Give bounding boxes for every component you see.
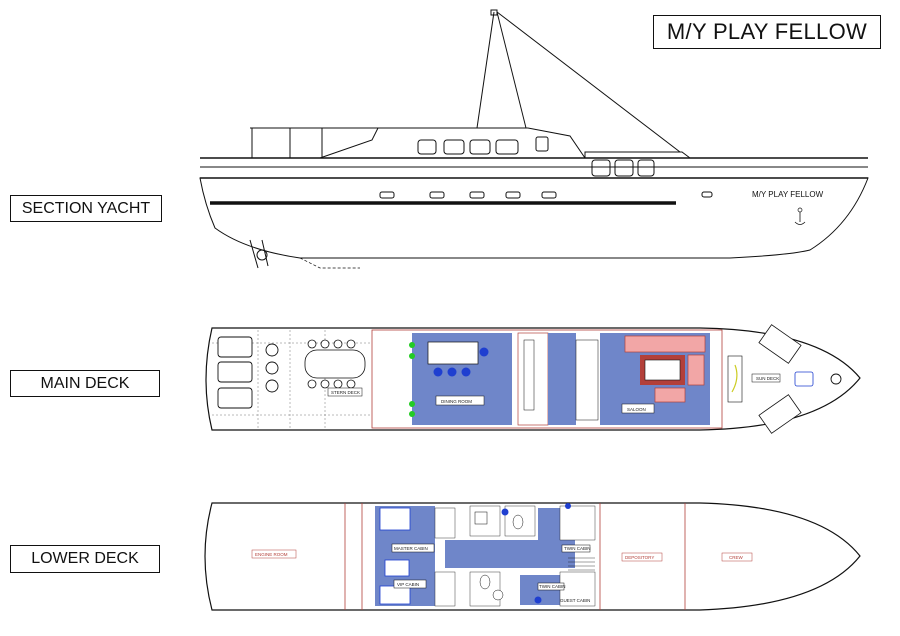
window bbox=[469, 139, 491, 155]
sun-lounger bbox=[217, 387, 253, 409]
dining-sideboard bbox=[427, 341, 479, 365]
crew-label: CREW bbox=[729, 555, 744, 560]
bed bbox=[384, 559, 410, 577]
lower-deck-label: LOWER DECK bbox=[10, 545, 160, 573]
corridor-floor bbox=[445, 540, 575, 568]
dining-room-label: DINING ROOM bbox=[441, 399, 472, 404]
window bbox=[417, 139, 437, 155]
window bbox=[495, 139, 519, 155]
main-deck-plan: STERN DECK DINING ROOM SALOON SUN DECK bbox=[205, 324, 861, 434]
lower-deck-plan: ENGINE ROOM MASTER CABIN bbox=[204, 502, 861, 611]
depository-label: DEPOSITORY bbox=[625, 555, 654, 560]
saloon-sofa bbox=[624, 335, 706, 353]
saloon-label: SALOON bbox=[627, 407, 646, 412]
sun-lounger bbox=[217, 336, 253, 358]
twin-cabin-label-2: TWIN CABIN bbox=[539, 584, 566, 589]
hull-name: M/Y PLAY FELLOW bbox=[752, 190, 824, 199]
side-view bbox=[199, 9, 869, 269]
twin-cabin-label: TWIN CABIN bbox=[564, 546, 591, 551]
window bbox=[535, 136, 549, 152]
main-deck-label: MAIN DECK bbox=[10, 370, 160, 397]
vip-cabin-label: VIP CABIN bbox=[397, 582, 419, 587]
stern-table bbox=[304, 349, 366, 379]
yacht-title: M/Y PLAY FELLOW bbox=[653, 15, 881, 49]
hull bbox=[199, 177, 869, 259]
bed bbox=[379, 507, 411, 531]
galley bbox=[517, 332, 549, 426]
sun-lounger bbox=[217, 361, 253, 383]
master-cabin-label: MASTER CABIN bbox=[394, 546, 428, 551]
window bbox=[443, 139, 465, 155]
saloon-table bbox=[644, 359, 681, 381]
sun-deck-label: SUN DECK bbox=[756, 376, 779, 381]
guest-cabin-label: GUEST CABIN bbox=[560, 598, 590, 603]
stern-deck-label: STERN DECK bbox=[331, 390, 360, 395]
section-yacht-label: SECTION YACHT bbox=[10, 195, 162, 222]
engine-room-label: ENGINE ROOM bbox=[255, 552, 288, 557]
bed bbox=[379, 585, 411, 605]
mast bbox=[476, 11, 495, 129]
